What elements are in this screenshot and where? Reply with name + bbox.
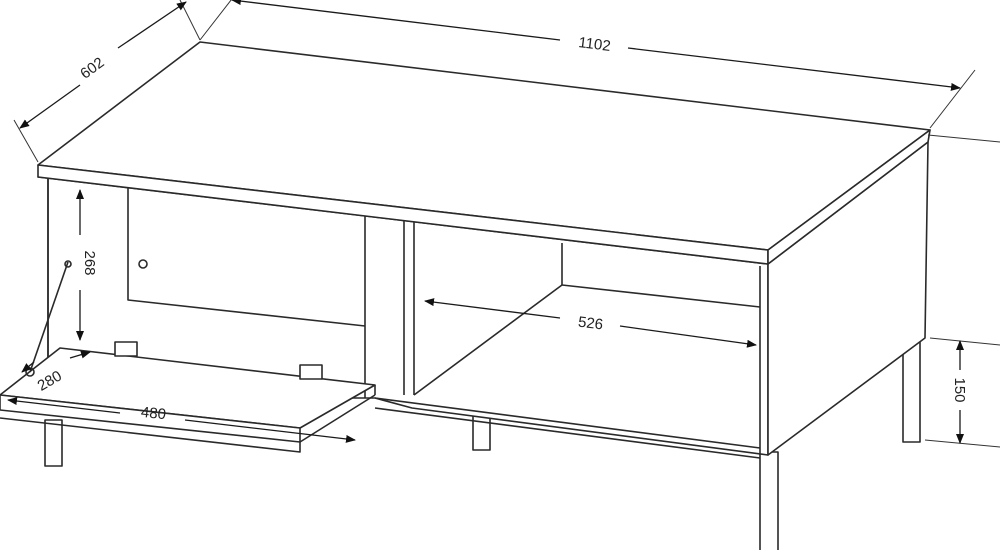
door-bottom-edge [0, 417, 301, 453]
depth-dimension-arrow [19, 84, 81, 129]
dim-label-depth: 602 [77, 54, 107, 82]
door-side-edge [299, 394, 376, 443]
dim-label-inner-height: 268 [81, 250, 98, 275]
hinge-left [114, 341, 138, 357]
right-compartment-floor-edge [413, 284, 563, 396]
extension-line [199, 0, 232, 41]
door-flap [0, 260, 376, 453]
dim-label-width: 1102 [577, 34, 611, 55]
hinge-right [299, 364, 323, 380]
compartment-width-dimension-arrow [619, 325, 757, 348]
bottom-panel-edge [374, 397, 761, 449]
door-depth-dimension-arrow [69, 350, 91, 359]
bottom-panel-edge [374, 407, 761, 459]
extension-line [927, 134, 1000, 143]
door-width-dimension-arrow [7, 397, 121, 414]
leg-front-left [44, 419, 63, 467]
door-stay [29, 261, 69, 373]
dim-label-compartment-width: 526 [577, 314, 604, 334]
dimension-lines [7, 0, 1000, 448]
compartment-width-dimension-arrow [424, 298, 561, 319]
door-width-dimension-arrow [184, 419, 356, 443]
extension-line [929, 337, 1000, 346]
door-depth-dimension-arrow [21, 361, 35, 373]
leg-middle [472, 413, 491, 451]
width-dimension-arrow [627, 47, 961, 91]
left-compartment-back [127, 186, 366, 327]
fitting-hole [138, 259, 148, 269]
extension-line [929, 69, 976, 129]
depth-dimension-arrow [117, 1, 187, 49]
door-stay-pivot [64, 260, 72, 268]
dim-label-leg-height: 150 [951, 377, 968, 402]
extension-line [924, 439, 1000, 448]
width-dimension-arrow [231, 0, 561, 41]
dim-label-door-width: 480 [140, 404, 167, 424]
top-side-edge [767, 129, 931, 265]
leg-front-right [759, 451, 779, 550]
extension-line [179, 0, 201, 41]
extension-line [13, 119, 39, 163]
table-top [37, 41, 931, 265]
leg-back-right [902, 337, 921, 443]
